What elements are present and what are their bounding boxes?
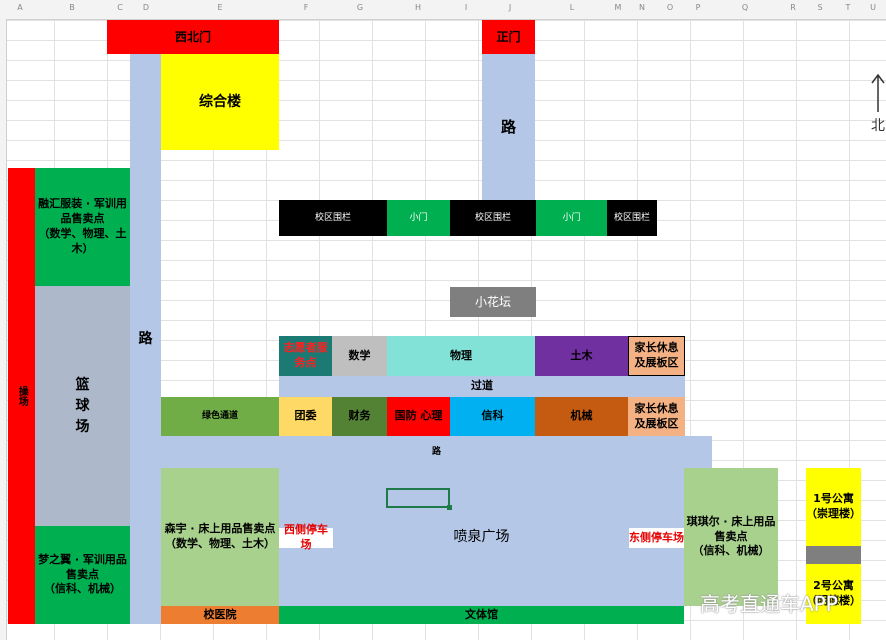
column-header-bar: A B C D E F G H I J L M N O P Q R S T U: [0, 0, 886, 20]
north-arrow-icon: [871, 73, 885, 112]
column-header[interactable]: M: [614, 3, 622, 12]
column-header[interactable]: E: [217, 3, 223, 12]
divider-block: [806, 546, 861, 564]
column-header[interactable]: N: [639, 3, 645, 12]
finance-booth[interactable]: 财务: [332, 397, 387, 436]
parents-rest-area[interactable]: 家长休息 及展板区: [628, 397, 685, 436]
row-header-bar: [0, 19, 7, 640]
column-header[interactable]: H: [414, 3, 421, 12]
volunteer-service-point[interactable]: 志愿者服 务点: [279, 336, 332, 376]
watermark: 高考直通车APP: [700, 592, 838, 616]
sports-culture-hall[interactable]: 文体馆: [279, 606, 684, 624]
passage[interactable]: 过道: [279, 376, 685, 397]
column-header[interactable]: J: [508, 3, 512, 12]
qiqier-bedding-shop[interactable]: 琪琪尔 · 床上用品 售卖点 （信科、机械）: [684, 468, 778, 606]
column-header[interactable]: T: [845, 3, 851, 12]
basketball-court[interactable]: 篮 球 场: [35, 286, 130, 526]
dorm-2[interactable]: 2号公寓 （明德楼）: [806, 564, 861, 624]
column-header[interactable]: G: [356, 3, 364, 12]
small-gate[interactable]: 小门: [536, 200, 607, 236]
column-header[interactable]: Q: [741, 3, 749, 12]
column-header[interactable]: R: [790, 3, 796, 12]
selected-cell[interactable]: [386, 488, 452, 510]
northwest-gate[interactable]: 西北门: [107, 20, 279, 54]
senyu-bedding-shop[interactable]: 森宇 · 床上用品售卖点 （数学、物理、土木）: [161, 468, 279, 606]
east-parking[interactable]: 东侧停车场: [629, 528, 684, 548]
complex-building[interactable]: 综合楼: [161, 54, 279, 150]
math-booth[interactable]: 数学: [332, 336, 387, 376]
physics-booth[interactable]: 物理: [387, 336, 535, 376]
column-header[interactable]: F: [303, 3, 309, 12]
dorm-1[interactable]: 1号公寓 （崇理楼）: [806, 468, 861, 546]
column-header[interactable]: S: [817, 3, 823, 12]
defense-psychology-booth[interactable]: 国防 心理: [387, 397, 450, 436]
playground[interactable]: 操场: [8, 168, 35, 624]
road-north[interactable]: 路: [482, 54, 535, 200]
column-header[interactable]: B: [69, 3, 75, 12]
campus-fence[interactable]: 校区围栏: [279, 200, 387, 236]
west-parking[interactable]: 西侧停车场: [279, 523, 333, 551]
school-clinic[interactable]: 校医院: [161, 606, 279, 624]
green-channel[interactable]: 绿色通道: [161, 397, 279, 436]
road-middle[interactable]: 路: [161, 436, 712, 468]
column-header[interactable]: O: [666, 3, 674, 12]
column-header[interactable]: D: [142, 3, 150, 12]
column-header[interactable]: A: [17, 3, 23, 12]
campus-fence[interactable]: 校区围栏: [450, 200, 536, 236]
info-science-booth[interactable]: 信科: [450, 397, 535, 436]
civil-engineering-booth[interactable]: 土木: [535, 336, 628, 376]
youth-league-booth[interactable]: 团委: [279, 397, 332, 436]
north-label: 北: [871, 118, 885, 134]
rongyhui-shop[interactable]: 融汇服装 · 军训用 品售卖点 （数学、物理、土 木）: [35, 168, 130, 286]
column-header[interactable]: L: [569, 3, 575, 12]
campus-fence[interactable]: 校区围栏: [607, 200, 657, 236]
flower-bed[interactable]: 小花坛: [450, 287, 536, 317]
main-gate[interactable]: 正门: [482, 20, 535, 54]
mengzhiyi-shop[interactable]: 梦之翼 · 军训用品 售卖点 （信科、机械）: [35, 526, 130, 624]
road-west[interactable]: 路: [130, 54, 161, 624]
small-gate[interactable]: 小门: [387, 200, 450, 236]
parents-rest-area[interactable]: 家长休息 及展板区: [628, 336, 685, 376]
fountain-square[interactable]: 喷泉广场: [279, 468, 684, 606]
column-header[interactable]: P: [695, 3, 701, 12]
column-header[interactable]: C: [117, 3, 123, 12]
column-header[interactable]: U: [870, 3, 876, 12]
column-header[interactable]: I: [464, 3, 468, 12]
mechanical-booth[interactable]: 机械: [535, 397, 628, 436]
